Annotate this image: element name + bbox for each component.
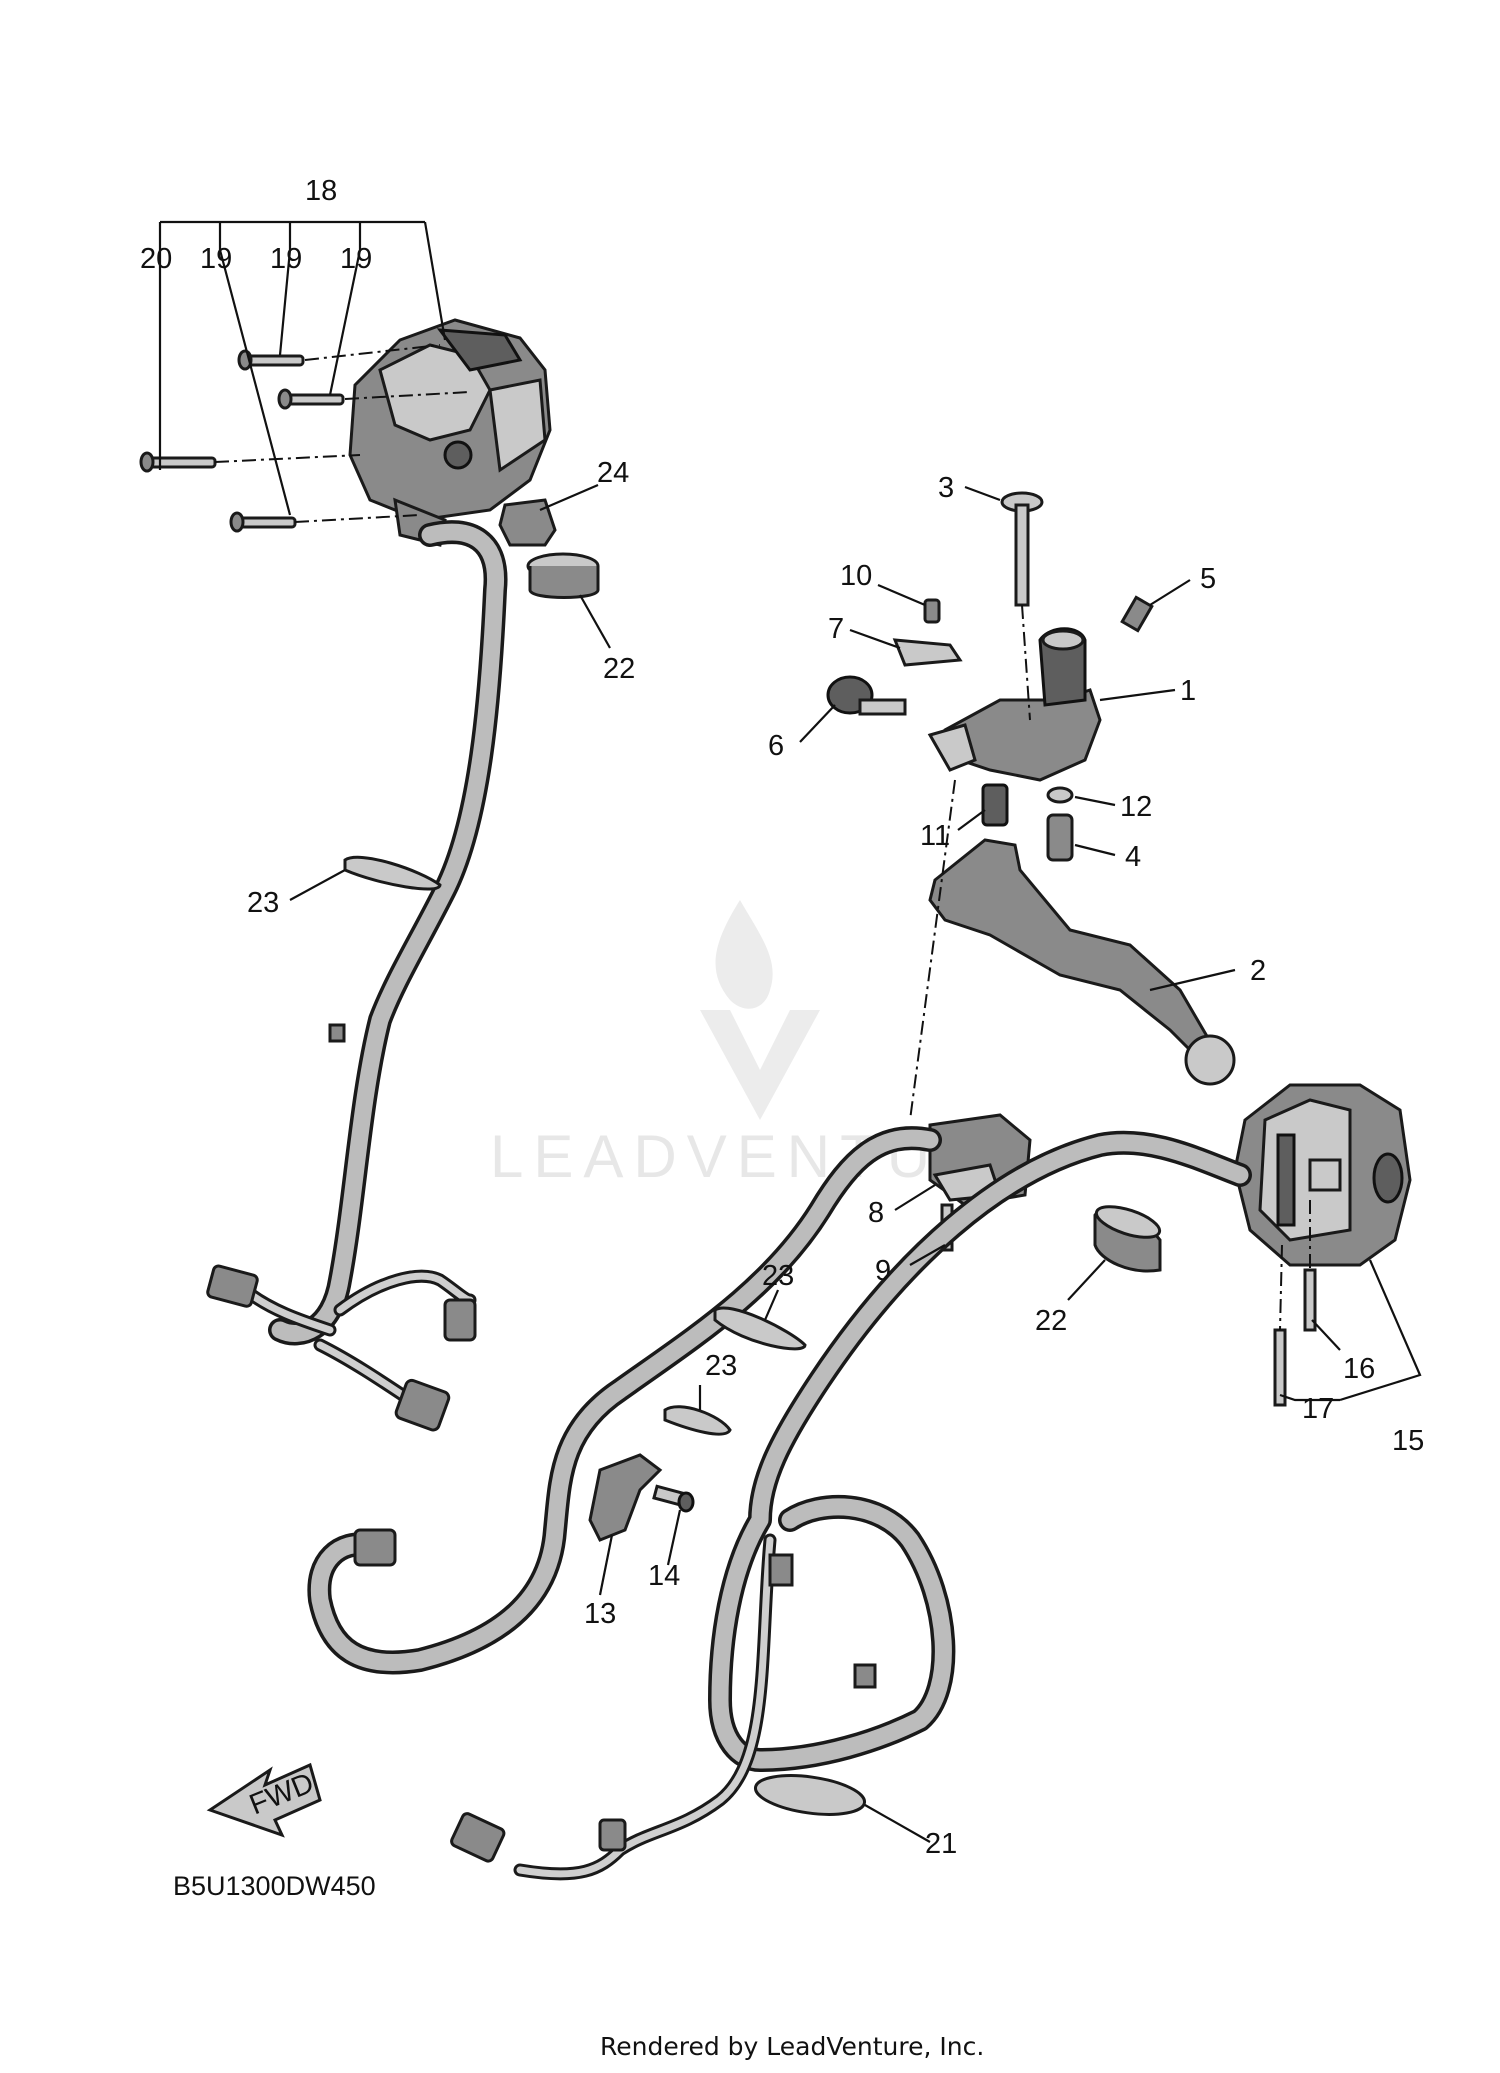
screws-16-17 bbox=[1273, 1268, 1317, 1407]
callout-numbers: 18 20 19 19 19 24 22 3 10 5 7 1 6 12 11 … bbox=[140, 175, 1424, 1860]
callout-15: 15 bbox=[1392, 1425, 1424, 1457]
callout-9: 9 bbox=[875, 1255, 891, 1287]
callout-1: 1 bbox=[1180, 675, 1196, 707]
callout-8: 8 bbox=[868, 1197, 884, 1229]
callout-19-c: 19 bbox=[340, 243, 372, 275]
left-handlebar-switch bbox=[348, 318, 552, 547]
band-23-left bbox=[343, 855, 442, 891]
callout-19-b: 19 bbox=[270, 243, 302, 275]
footer-credit: Rendered by LeadVenture, Inc. bbox=[600, 2032, 984, 2061]
screws-19-20 bbox=[139, 349, 345, 533]
callout-23-left: 23 bbox=[247, 887, 279, 919]
callout-22-left: 22 bbox=[603, 653, 635, 685]
callout-2: 2 bbox=[1250, 955, 1266, 987]
callout-14: 14 bbox=[648, 1560, 680, 1592]
left-switch-harness bbox=[206, 520, 508, 1432]
right-handlebar-switch bbox=[1233, 1083, 1412, 1267]
callout-24: 24 bbox=[597, 457, 629, 489]
callout-19-a: 19 bbox=[200, 243, 232, 275]
callout-21: 21 bbox=[925, 1828, 957, 1860]
callout-22-right: 22 bbox=[1035, 1305, 1067, 1337]
bracket-7 bbox=[892, 638, 963, 667]
bolt-14 bbox=[652, 1484, 695, 1513]
callout-4: 4 bbox=[1125, 841, 1141, 873]
callout-23-center-upper: 23 bbox=[762, 1260, 794, 1292]
band-22-right bbox=[1093, 1205, 1162, 1273]
diagram-code: B5U1300DW450 bbox=[173, 1871, 376, 1901]
callout-6: 6 bbox=[768, 730, 784, 762]
lever-holder-1 bbox=[927, 627, 1102, 782]
spring-4 bbox=[1046, 813, 1074, 862]
band-21 bbox=[753, 1774, 867, 1816]
clamp-13 bbox=[588, 1453, 663, 1542]
screw-10 bbox=[923, 598, 941, 624]
callout-18: 18 bbox=[305, 175, 337, 207]
callout-12: 12 bbox=[1120, 791, 1152, 823]
bolt-5 bbox=[1120, 595, 1154, 633]
callout-11: 11 bbox=[920, 820, 950, 852]
fwd-arrow: FWD bbox=[206, 1762, 322, 1838]
washer-12 bbox=[1046, 786, 1074, 804]
callout-7: 7 bbox=[828, 613, 844, 645]
band-23-center-upper bbox=[713, 1306, 807, 1351]
leader-lines bbox=[158, 220, 1422, 1843]
callout-16: 16 bbox=[1343, 1353, 1375, 1385]
callout-23-center-lower: 23 bbox=[705, 1350, 737, 1382]
adjuster-6 bbox=[826, 675, 907, 716]
callout-5: 5 bbox=[1200, 563, 1216, 595]
callout-13: 13 bbox=[584, 1598, 616, 1630]
brake-lever-2 bbox=[928, 838, 1236, 1086]
bolt-3 bbox=[1000, 491, 1044, 607]
main-harness bbox=[307, 1126, 1252, 1881]
collar-11 bbox=[981, 783, 1009, 827]
callout-20: 20 bbox=[140, 243, 172, 275]
callout-3: 3 bbox=[938, 472, 954, 504]
band-22-left bbox=[526, 552, 600, 599]
callout-10: 10 bbox=[840, 560, 872, 592]
collar-24 bbox=[498, 498, 557, 547]
band-23-center-lower bbox=[663, 1405, 732, 1436]
callout-17: 17 bbox=[1302, 1393, 1334, 1425]
